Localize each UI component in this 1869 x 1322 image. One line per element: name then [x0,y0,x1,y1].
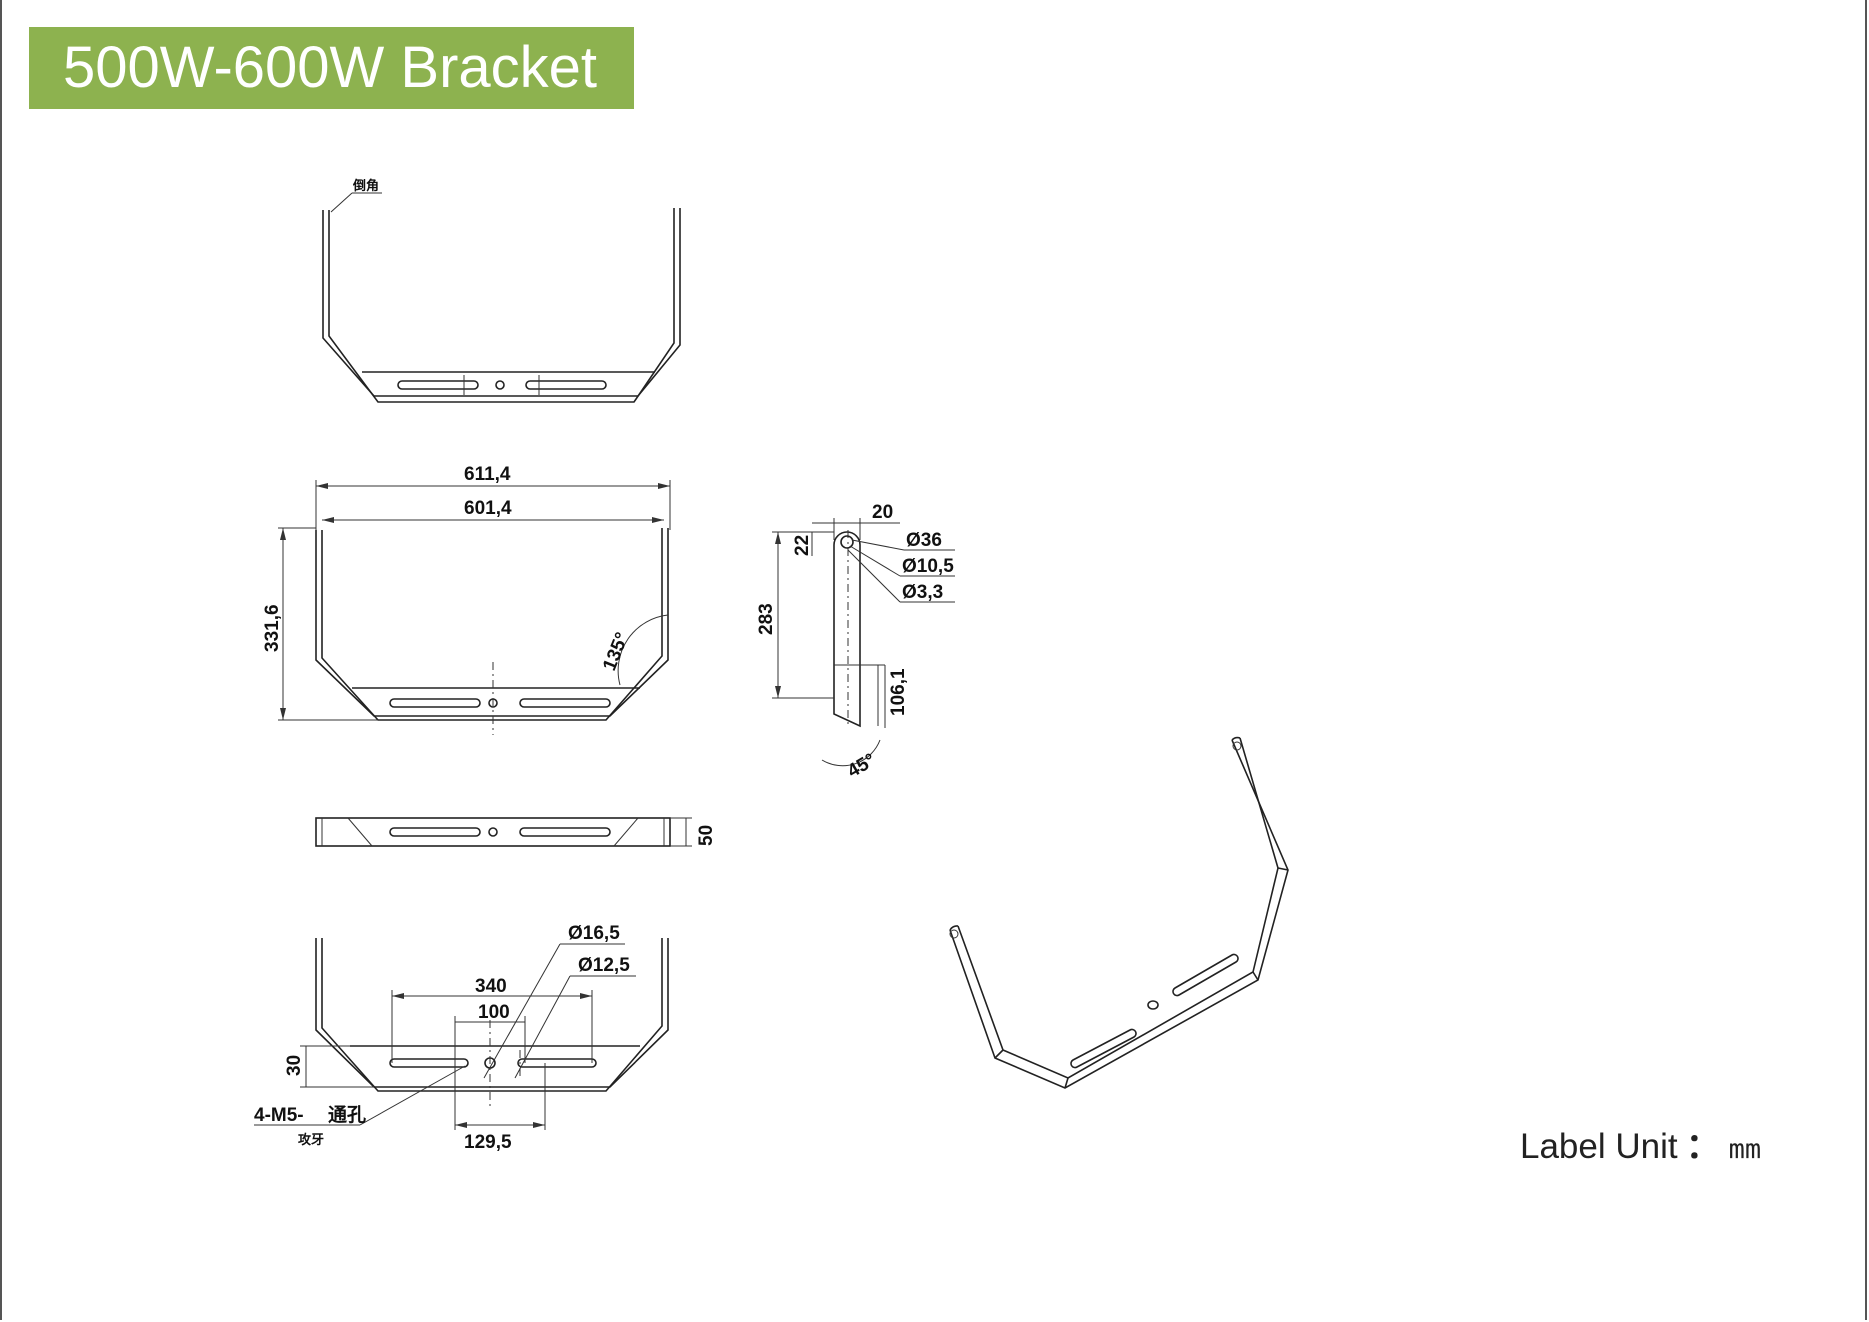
dim-dia-hole: Ø10,5 [902,556,954,577]
tapping-label: 攻牙 [298,1132,324,1148]
dim-offset: 129,5 [464,1132,512,1153]
bottom-view: 50 [315,817,717,847]
unit-separator: ： [1685,1127,1721,1166]
dim-dia-1: Ø16,5 [568,923,620,944]
unit-label: Label Unit：mm [1520,1118,1761,1169]
top-view: 倒角 [322,178,681,403]
dim-slot-span: 340 [475,976,507,997]
front-view: 611,4 601,4 331,6 135° [262,464,671,735]
dim-dia-outer: Ø36 [906,530,942,551]
thread-label: 4-M5- [254,1105,304,1126]
section-view: 340 100 30 129,5 Ø16,5 Ø12,5 4-M5- 通孔 攻牙 [254,923,669,1153]
unit-value: mm [1728,1134,1762,1165]
dim-angle-135: 135° [599,630,633,674]
page-title: 500W-600W Bracket [63,35,598,100]
dim-section-height: 30 [284,1055,305,1076]
dim-dia-small: Ø3,3 [902,582,943,603]
dim-length: 283 [756,603,777,635]
dim-height: 331,6 [262,604,283,652]
dim-center-span: 100 [478,1002,510,1023]
unit-label-text: Label Unit [1520,1127,1678,1166]
through-hole-label: 通孔 [328,1104,366,1126]
chamfer-note: 倒角 [352,178,379,194]
side-view: 20 22 283 106,1 45° Ø36 Ø10,5 Ø3,3 [756,502,955,782]
isometric-view [949,736,1289,1089]
dim-width-inner: 601,4 [464,498,512,519]
dim-hole-offset: 22 [792,535,813,556]
dim-dia-2: Ø12,5 [578,955,630,976]
dim-thickness: 20 [872,502,893,523]
dim-angle-45: 45° [844,750,879,783]
dim-lower-length: 106,1 [888,668,909,716]
dim-depth: 50 [696,825,717,846]
dim-width-outer: 611,4 [464,464,511,485]
title-banner: 500W-600W Bracket [29,27,634,109]
